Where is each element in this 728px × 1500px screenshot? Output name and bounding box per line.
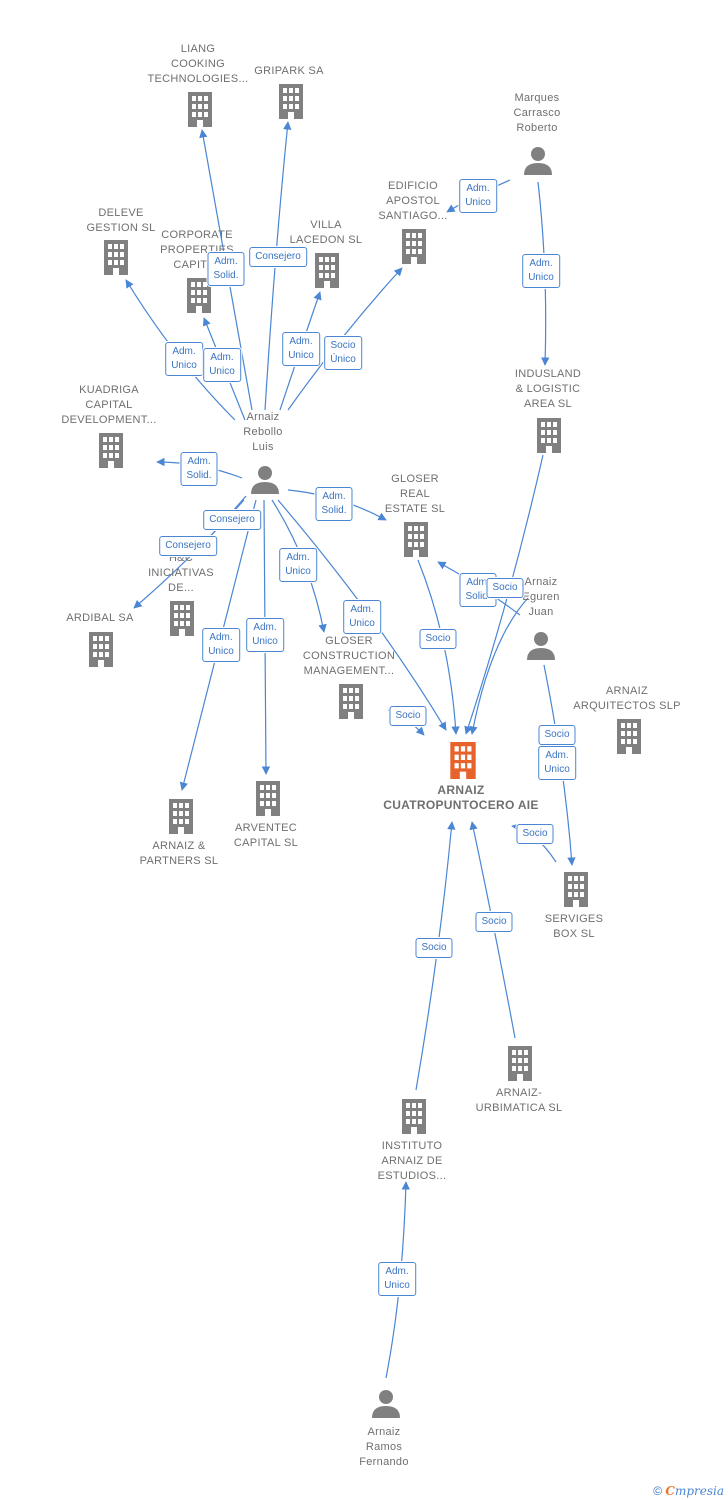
node-label-main[interactable]: ARNAIZ CUATROPUNTOCERO AIE (383, 783, 539, 812)
relation-badge[interactable]: Adm. Unico (459, 179, 497, 213)
edge-rebollo-edificio (287, 267, 403, 411)
building-icon-indusland[interactable] (534, 418, 564, 453)
node-label-arventec[interactable]: ARVENTEC CAPITAL SL (233, 822, 299, 849)
building-icon-hc[interactable] (167, 601, 197, 636)
relation-badge[interactable]: Adm. Unico (165, 342, 203, 376)
building-icon-corporate[interactable] (184, 278, 214, 313)
building-icon-ardibal[interactable] (86, 632, 116, 667)
node-label-gripark[interactable]: GRIPARK SA (254, 65, 324, 77)
node-label-rebollo[interactable]: Arnaiz Rebollo Luis (243, 411, 283, 453)
node-label-arquitectos[interactable]: ARNAIZ ARQUITECTOS SLP (573, 685, 681, 712)
building-icon-arventec[interactable] (253, 781, 283, 816)
relation-badge[interactable]: Socio (486, 578, 524, 598)
relation-badge[interactable]: Consejero (249, 247, 307, 267)
node-label-serviges[interactable]: SERVIGES BOX SL (544, 913, 604, 940)
relation-badge[interactable]: Consejero (203, 510, 261, 530)
building-icon-liang[interactable] (185, 92, 215, 127)
building-icon-arquitectos[interactable] (614, 719, 644, 754)
relation-badge[interactable]: Socio (419, 629, 457, 649)
node-label-kuadriga[interactable]: KUADRIGA CAPITAL DEVELOPMENT... (61, 384, 157, 426)
person-icon-marques[interactable] (523, 145, 553, 175)
building-icon-kuadriga[interactable] (96, 433, 126, 468)
relation-badge[interactable]: Adm. Unico (343, 600, 381, 634)
node-label-edificio[interactable]: EDIFICIO APOSTOL SANTIAGO... (378, 180, 448, 222)
relation-badge[interactable]: Adm. Unico (203, 348, 241, 382)
building-icon-gloser-real[interactable] (401, 522, 431, 557)
relation-badge[interactable]: Socio (389, 706, 427, 726)
building-icon-villa[interactable] (312, 253, 342, 288)
node-label-marques[interactable]: Marques Carrasco Roberto (513, 92, 561, 134)
building-icon-arnaiz-partners[interactable] (166, 799, 196, 834)
relation-badge[interactable]: Adm. Unico (378, 1262, 416, 1296)
building-icon-deleve[interactable] (101, 240, 131, 275)
person-icon-eguren[interactable] (526, 630, 556, 660)
relation-badge[interactable]: Adm. Unico (522, 254, 560, 288)
building-icon-main[interactable] (447, 742, 479, 779)
node-label-gloser-cons[interactable]: GLOSER CONSTRUCTION MANAGEMENT... (302, 635, 396, 677)
building-icon-gloser-cons[interactable] (336, 684, 366, 719)
node-label-villa[interactable]: VILLA LACEDON SL (289, 219, 363, 246)
node-label-instituto[interactable]: INSTITUTO ARNAIZ DE ESTUDIOS... (377, 1140, 447, 1182)
relation-badge[interactable]: Socio Único (324, 336, 362, 370)
brand-footer[interactable]: © Cmpresia (653, 1484, 724, 1498)
relation-badge[interactable]: Adm. Unico (202, 628, 240, 662)
building-icon-instituto[interactable] (399, 1099, 429, 1134)
person-icon-ramos[interactable] (371, 1388, 401, 1418)
node-label-urbimatica[interactable]: ARNAIZ- URBIMATICA SL (475, 1087, 563, 1114)
relation-badge[interactable]: Adm. Unico (246, 618, 284, 652)
relation-badge[interactable]: Adm. Unico (282, 332, 320, 366)
brand-logo: Cmpresia (665, 1484, 724, 1498)
building-icon-urbimatica[interactable] (505, 1046, 535, 1081)
relation-badge[interactable]: Socio (538, 725, 576, 745)
node-label-ardibal[interactable]: ARDIBAL SA (66, 612, 134, 624)
node-label-eguren[interactable]: Arnaiz Eguren Juan (522, 576, 560, 618)
relation-badge[interactable]: Adm. Unico (538, 746, 576, 780)
node-label-liang[interactable]: LIANG COOKING TECHNOLOGIES... (147, 43, 249, 85)
relation-badge[interactable]: Adm. Solid. (315, 487, 353, 521)
node-label-gloser-real[interactable]: GLOSER REAL ESTATE SL (384, 473, 446, 515)
relation-badge[interactable]: Consejero (159, 536, 217, 556)
node-label-ramos[interactable]: Arnaiz Ramos Fernando (359, 1426, 409, 1468)
person-icon-rebollo[interactable] (250, 464, 280, 494)
node-label-hc[interactable]: H&C INICIATIVAS DE... (148, 552, 214, 594)
relation-badge[interactable]: Adm. Solid. (207, 252, 245, 286)
relation-badge[interactable]: Adm. Solid. (180, 452, 218, 486)
building-icon-serviges[interactable] (561, 872, 591, 907)
node-label-arnaiz-partners[interactable]: ARNAIZ & PARTNERS SL (139, 840, 219, 867)
copyright-symbol: © (653, 1484, 663, 1498)
relation-badge[interactable]: Socio (475, 912, 513, 932)
relation-badge[interactable]: Socio (516, 824, 554, 844)
node-label-deleve[interactable]: DELEVE GESTION SL (86, 207, 156, 234)
relation-badge[interactable]: Adm. Unico (279, 548, 317, 582)
relation-badge[interactable]: Socio (415, 938, 453, 958)
building-icon-edificio[interactable] (399, 229, 429, 264)
building-icon-gripark[interactable] (276, 84, 306, 119)
node-label-indusland[interactable]: INDUSLAND & LOGISTIC AREA SL (514, 368, 582, 410)
edge-eguren-main (469, 597, 529, 735)
